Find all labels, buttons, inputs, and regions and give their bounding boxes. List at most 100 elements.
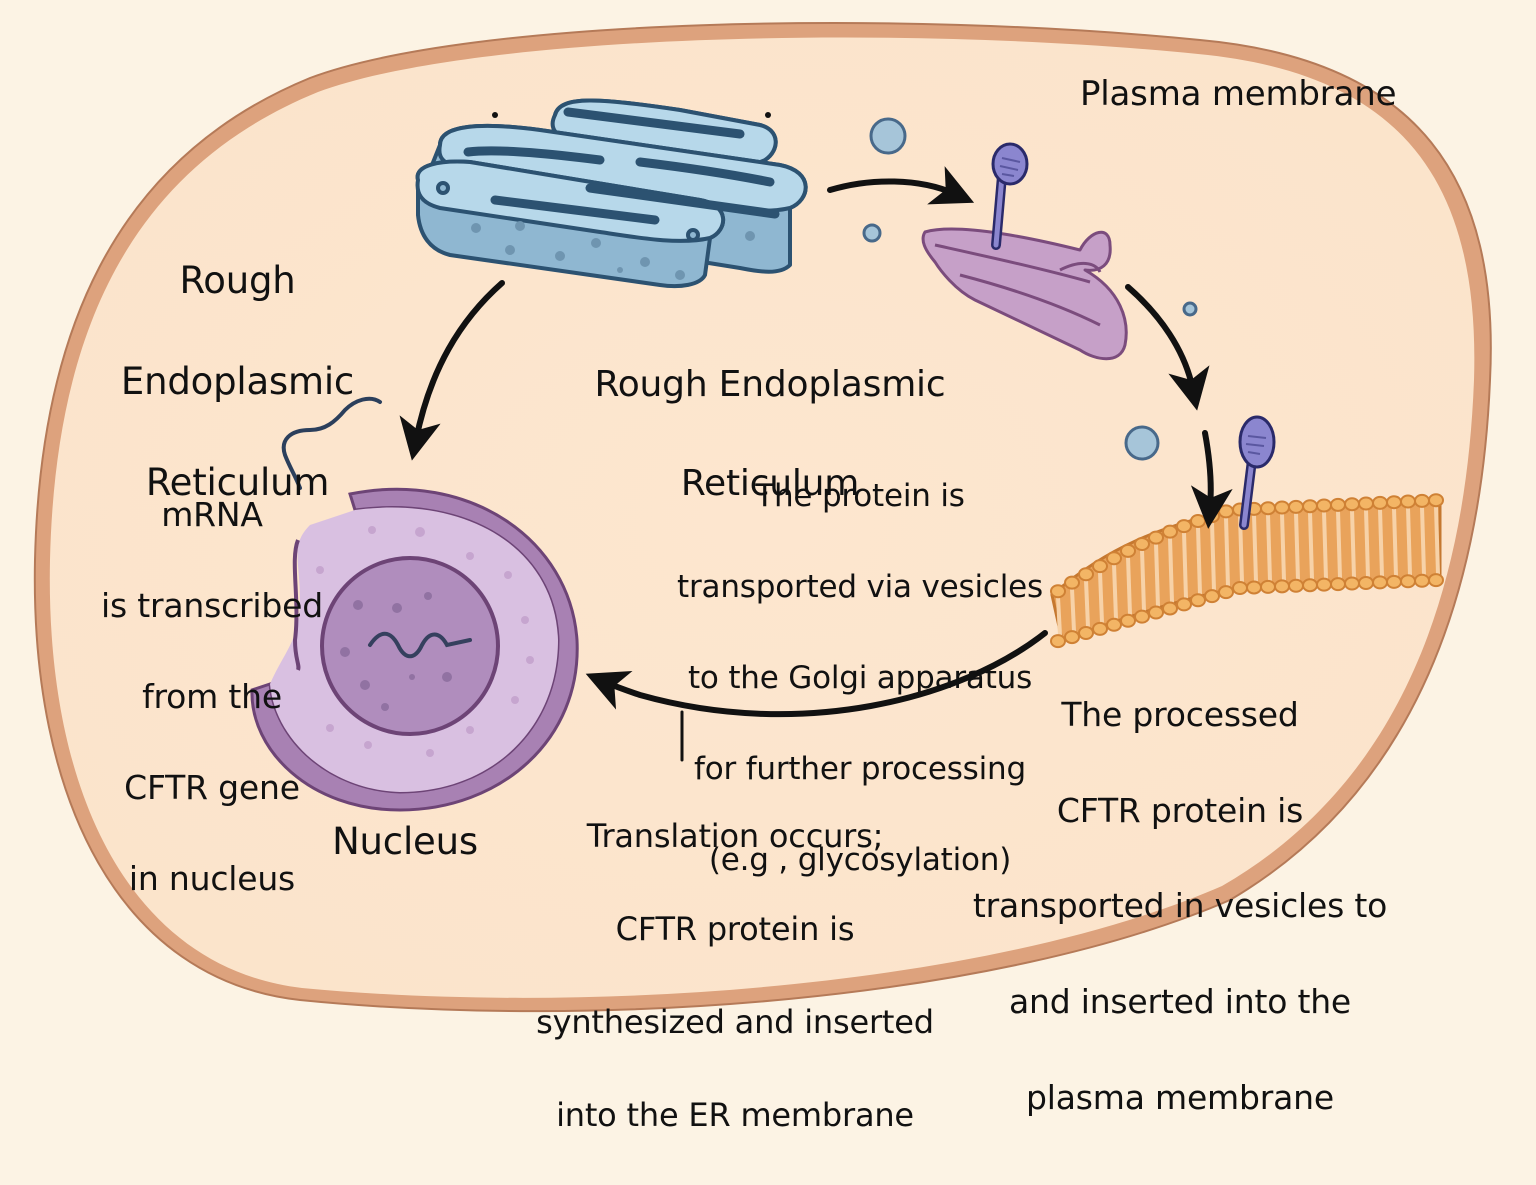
flow-arrows — [399, 166, 1233, 762]
lipid-head — [1064, 575, 1080, 590]
lipid-head — [1400, 574, 1416, 589]
lipid-tail — [1434, 506, 1440, 575]
arrow-er-to-nucleus — [399, 280, 505, 461]
lipid-head — [1120, 543, 1136, 558]
label-line: to the Golgi apparatus — [687, 659, 1033, 696]
lipid-head — [1414, 493, 1430, 508]
lipid-tail — [1378, 508, 1384, 577]
vesicle — [1124, 425, 1160, 461]
lipid-head — [1232, 581, 1248, 595]
lipid-tail — [1070, 588, 1076, 632]
label-line: Reticulum — [680, 463, 860, 505]
label-golgi-transport-step: The protein is transported via vesicles … — [650, 428, 1070, 929]
lipid-head — [1260, 501, 1276, 516]
lipid-head — [1288, 499, 1304, 514]
lipid-tail — [1168, 537, 1174, 603]
lipid-tail — [1182, 532, 1188, 599]
label-line: CFTR protein is — [1056, 790, 1304, 830]
lipid-tail — [1154, 543, 1160, 607]
lipid-head — [1190, 593, 1206, 608]
lipid-tail — [1420, 506, 1426, 575]
lipid-head — [1204, 509, 1220, 524]
label-line: from the — [142, 676, 282, 716]
mrna-strand-icon — [281, 396, 382, 490]
lipid-head — [1218, 504, 1234, 519]
lipid-head — [1344, 576, 1360, 591]
lipid-head — [1120, 613, 1136, 628]
lipid-head — [1190, 513, 1206, 528]
lipid-tail — [1252, 514, 1258, 582]
lipid-tail — [1224, 517, 1230, 587]
lipid-tail — [1056, 597, 1062, 636]
label-line: Endoplasmic — [120, 359, 355, 403]
lipid-head — [1204, 589, 1220, 604]
lipid-head — [1386, 495, 1402, 510]
label-line: CFTR gene — [124, 767, 300, 807]
label-line: The protein is — [755, 477, 965, 514]
lipid-tail — [1112, 564, 1118, 619]
arrow-vesicle-to-membrane — [1190, 430, 1233, 529]
lipid-head — [1078, 567, 1094, 582]
label-line: mRNA — [161, 494, 263, 534]
lipid-head — [1274, 579, 1290, 594]
lipid-tail — [1350, 510, 1356, 578]
vesicles — [862, 117, 1198, 461]
lipid-tail — [1140, 549, 1146, 611]
lipid-head — [1176, 597, 1192, 612]
lipid-head — [1288, 578, 1304, 593]
lipid-tail — [1196, 526, 1202, 595]
dna-strand-icon — [368, 631, 472, 659]
lipid-head — [1148, 605, 1164, 620]
arrow-membrane-to-nucleus — [585, 630, 1048, 718]
lipid-head — [1316, 498, 1332, 513]
lipid-head — [1372, 575, 1388, 590]
lipid-head — [1092, 621, 1108, 636]
lipid-head — [1330, 577, 1346, 592]
lipid-head — [1302, 578, 1318, 593]
lipid-tail — [1364, 509, 1370, 578]
label-line: (e.g , glycosylation) — [708, 842, 1012, 879]
lipid-head — [1330, 497, 1346, 512]
label-nucleus: Nucleus — [332, 820, 478, 863]
lipid-tail — [1126, 556, 1132, 615]
label-line: The processed — [1061, 694, 1299, 734]
nucleus — [250, 487, 579, 812]
lipid-head — [1162, 601, 1178, 616]
lipid-head — [1134, 537, 1150, 552]
label-line: into the ER membrane — [556, 1095, 914, 1134]
lipid-head — [1106, 617, 1122, 632]
label-line: transported via vesicles — [677, 568, 1043, 605]
vesicle — [1182, 301, 1198, 317]
lipid-tail — [1308, 512, 1314, 580]
arrow-er-to-golgi — [827, 166, 975, 205]
label-line: transported in vesicles to — [972, 886, 1388, 926]
label-line: and inserted into the — [1008, 981, 1352, 1021]
lipid-head — [1050, 584, 1066, 599]
lipid-head — [1428, 493, 1444, 508]
rough-er — [415, 98, 808, 289]
label-line: CFTR protein is — [615, 910, 855, 949]
label-line: synthesized and inserted — [536, 1002, 934, 1041]
label-line: in nucleus — [128, 858, 296, 898]
cftr-protein-membrane — [1238, 415, 1276, 530]
nucleolus — [320, 556, 500, 736]
lipid-head — [1106, 551, 1122, 566]
lipid-tail — [1322, 511, 1328, 579]
vesicle — [869, 117, 907, 155]
lipid-tail — [1336, 510, 1342, 579]
lipid-tail — [1084, 580, 1090, 628]
label-line: Rough — [179, 259, 296, 303]
lipid-head — [1176, 519, 1192, 534]
lipid-head — [1302, 499, 1318, 514]
lipid-head — [1400, 494, 1416, 509]
lipid-head — [1218, 585, 1234, 600]
lipid-head — [1358, 575, 1374, 590]
label-rough-er-center: Rough Endoplasmic Reticulum — [560, 310, 980, 558]
lipid-tail — [1266, 514, 1272, 581]
label-rough-er-left: Rough Endoplasmic Reticulum — [100, 206, 375, 558]
label-translation-step: Translation occurs; CFTR protein is synt… — [515, 767, 955, 1185]
lipid-head — [1386, 574, 1402, 589]
lipid-head — [1414, 573, 1430, 588]
lipid-tail — [1294, 512, 1300, 580]
vesicle — [862, 223, 882, 243]
